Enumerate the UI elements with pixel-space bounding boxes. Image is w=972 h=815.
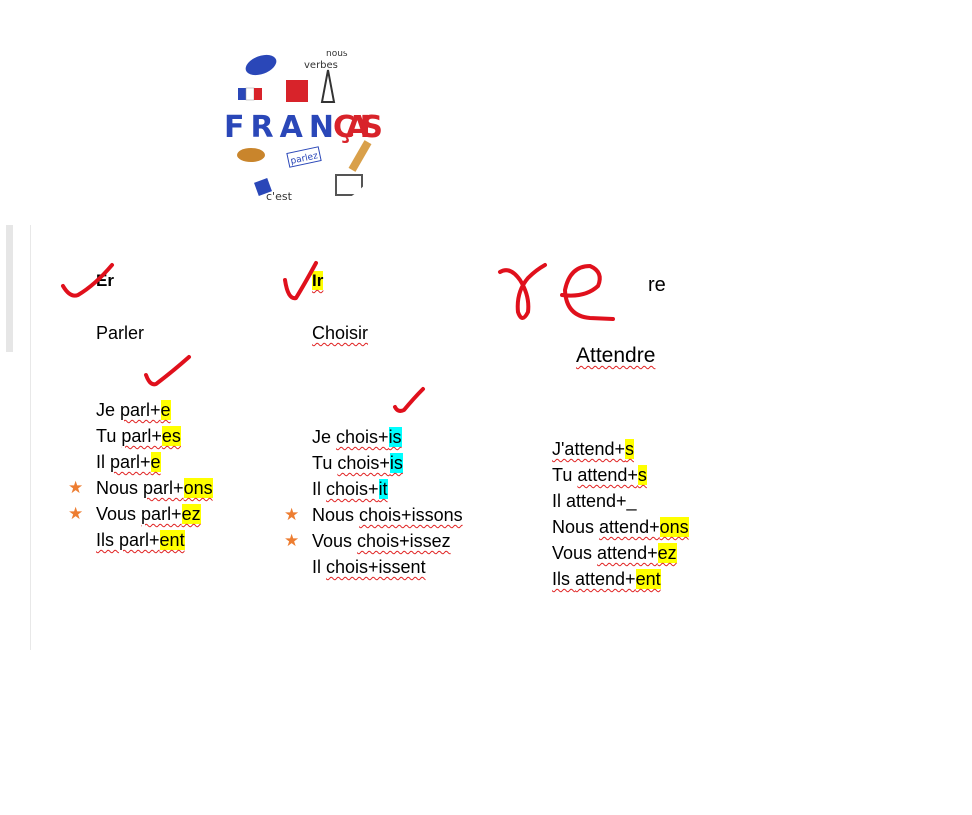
stem: chois+issent	[326, 557, 426, 577]
conjugation-list-re: J'attend+s Tu attend+s Il attend+_ Nous …	[552, 436, 689, 592]
heading-ir: Ir	[312, 268, 324, 294]
stem: chois+	[336, 427, 389, 447]
ending: ons	[183, 478, 213, 498]
stem: chois+	[326, 479, 379, 499]
ending: ent	[635, 569, 661, 589]
star-icon: ★	[284, 505, 300, 524]
checkmark-icon	[61, 263, 114, 298]
conjugation-line: ★ Vous parl+ez	[68, 501, 213, 527]
handwritten-r-icon	[498, 263, 547, 320]
pronoun: Ils	[96, 530, 120, 550]
stem: J'attend+	[552, 439, 625, 459]
pronoun: Il	[312, 557, 327, 577]
conjugation-line: ★ Vous chois+issez	[284, 528, 463, 554]
conjugation-line: ★ Nous chois+issons	[284, 502, 463, 528]
verb-attendre: Attendre	[576, 344, 656, 367]
stem: attend+	[599, 517, 660, 537]
svg-text:ÇAIS: ÇAIS	[333, 110, 383, 145]
pronoun: Tu	[96, 426, 122, 446]
ending: is	[388, 427, 402, 447]
stem: parl+	[120, 400, 161, 420]
pronoun: Je	[96, 400, 121, 420]
conjugation-line: Il chois+it	[312, 476, 463, 502]
heading-ir-text: Ir	[312, 271, 324, 290]
stem: parl+	[121, 426, 162, 446]
stem: chois+	[337, 453, 390, 473]
conjugation-line: Il parl+e	[96, 449, 213, 475]
ending: s	[625, 439, 634, 459]
conjugation-line: Je parl+e	[96, 397, 213, 423]
margin-bar	[6, 225, 13, 352]
stem: chois+issez	[357, 531, 451, 551]
pronoun: Nous	[96, 478, 144, 498]
ending: it	[378, 479, 388, 499]
star-icon: ★	[68, 504, 84, 523]
conjugation-list-ir: Je chois+is Tu chois+is Il chois+it ★Nou…	[284, 424, 463, 580]
ending: ez	[181, 504, 201, 524]
stem: attend+	[597, 543, 658, 563]
pronoun: Tu	[312, 453, 338, 473]
conjugation-line: Il attend+_	[552, 488, 689, 514]
page-margin-line	[30, 225, 31, 650]
stem: parl+	[143, 478, 184, 498]
pronoun: Vous	[312, 531, 358, 551]
conjugation-line: J'attend+s	[552, 436, 689, 462]
stem: chois+issons	[359, 505, 463, 525]
heading-re: re	[648, 274, 666, 296]
handwritten-e-icon	[560, 264, 615, 321]
conjugation-line: Ils attend+ent	[552, 566, 689, 592]
conjugation-line: Ils parl+ent	[96, 527, 213, 553]
conjugation-line: Tu attend+s	[552, 462, 689, 488]
ending: s	[637, 465, 647, 485]
stem: parl+	[119, 530, 160, 550]
svg-text:FRAN: FRAN	[224, 110, 334, 145]
francais-logo-image: nous verbes FRAN ÇAIS parlez c'est	[216, 40, 388, 212]
checkmark-icon	[144, 355, 191, 387]
checkmark-icon	[393, 387, 425, 413]
verb-parler: Parler	[96, 323, 145, 343]
ending: ons	[659, 517, 689, 537]
ending: e	[150, 452, 161, 472]
ending: e	[160, 400, 171, 420]
conjugation-line: Vous attend+ez	[552, 540, 689, 566]
pronoun: Ils	[552, 569, 576, 589]
ending: is	[389, 453, 403, 473]
svg-text:c'est: c'est	[266, 190, 293, 203]
pronoun: Vous	[96, 504, 142, 524]
star-icon: ★	[68, 478, 84, 497]
stem: attend+	[577, 465, 638, 485]
conjugation-line: Tu parl+es	[96, 423, 213, 449]
conjugation-line: ★ Nous parl+ons	[68, 475, 213, 501]
pronoun: Je	[312, 427, 337, 447]
ending: es	[161, 426, 181, 446]
conjugation-line: Nous attend+ons	[552, 514, 689, 540]
pronoun: Tu	[552, 465, 578, 485]
checkmark-icon	[283, 261, 318, 301]
star-icon: ★	[284, 531, 300, 550]
conjugation-line: Tu chois+is	[312, 450, 463, 476]
stem: parl+	[110, 452, 151, 472]
ending: ez	[657, 543, 677, 563]
pronoun: Il attend+_	[552, 491, 637, 511]
ending: ent	[159, 530, 185, 550]
pronoun: Nous	[312, 505, 360, 525]
stem: attend+	[575, 569, 636, 589]
pronoun: Vous	[552, 543, 598, 563]
conjugation-list-er: Je parl+e Tu parl+es Il parl+e ★Nous par…	[68, 397, 213, 553]
stem: parl+	[141, 504, 182, 524]
pronoun: Il	[96, 452, 111, 472]
svg-text:verbes: verbes	[304, 60, 338, 71]
verb-choisir: Choisir	[312, 323, 369, 343]
pronoun: Il	[312, 479, 327, 499]
conjugation-line: Je chois+is	[312, 424, 463, 450]
conjugation-line: Il chois+issent	[312, 554, 463, 580]
svg-text:nous: nous	[326, 49, 348, 59]
pronoun: Nous	[552, 517, 600, 537]
